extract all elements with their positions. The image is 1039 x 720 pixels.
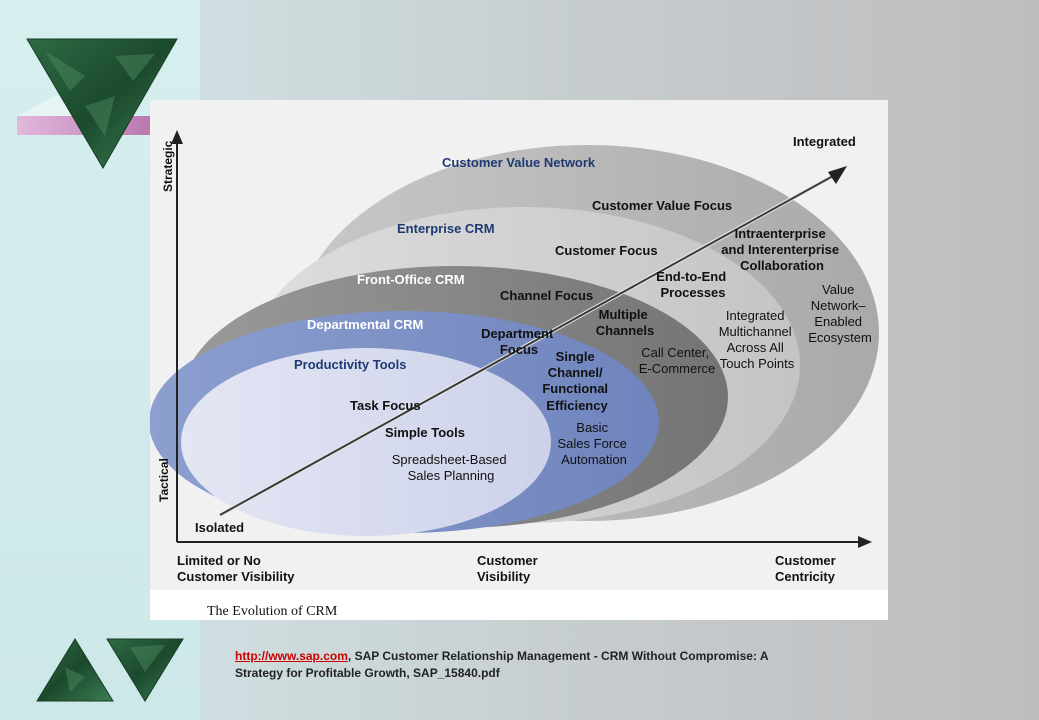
isolated-label: Isolated <box>195 520 244 535</box>
customer-value-focus-label: Customer Value Focus <box>592 198 732 213</box>
multichannel-label: Integrated Multichannel Across All Touch… <box>719 308 796 371</box>
evolution-arrow <box>219 175 834 516</box>
green-triangles-footer <box>36 638 184 702</box>
collaboration-label: Intraenterprise and Interenterprise Coll… <box>721 226 842 273</box>
caption-strip <box>150 590 888 620</box>
evolution-arrow-head <box>828 166 847 184</box>
crm-evolution-diagram: Strategic Tactical Integrated Isolated L… <box>150 100 888 620</box>
sales-force-automation-label: Basic Sales Force Automation <box>558 420 631 467</box>
figure-caption: The Evolution of CRM <box>207 604 338 619</box>
x-axis-label-visibility: Customer Visibility <box>477 553 541 584</box>
y-axis-arrowhead <box>171 130 183 144</box>
x-axis-label-limited: Limited or No Customer Visibility <box>177 553 295 584</box>
productivity-tools-title: Productivity Tools <box>294 357 406 372</box>
departmental-crm-title: Departmental CRM <box>307 317 423 332</box>
crm-evolution-figure: Strategic Tactical Integrated Isolated L… <box>150 100 888 620</box>
enterprise-crm-title: Enterprise CRM <box>397 221 495 236</box>
multiple-channels-label: Multiple Channels <box>596 307 655 338</box>
citation-text-line2: Strategy for Profitable Growth, SAP_1584… <box>235 666 500 680</box>
green-triangle-logo <box>17 38 178 169</box>
spreadsheet-label: Spreadsheet-Based Sales Planning <box>392 452 511 483</box>
source-citation: http://www.sap.com, SAP Customer Relatio… <box>235 648 855 682</box>
single-channel-label: Single Channel/ Functional Efficiency <box>542 349 611 413</box>
citation-text-line1: , SAP Customer Relationship Management -… <box>347 649 769 663</box>
sap-link[interactable]: http://www.sap.com <box>235 649 348 663</box>
simple-tools-label: Simple Tools <box>385 425 465 440</box>
customer-value-network-title: Customer Value Network <box>442 155 596 170</box>
customer-focus-label: Customer Focus <box>555 243 658 258</box>
productivity-tools-ellipse <box>181 348 551 536</box>
integrated-label: Integrated <box>793 134 856 149</box>
call-center-label: Call Center, E-Commerce <box>639 345 716 376</box>
end-to-end-label: End-to-End Processes <box>656 269 730 300</box>
department-focus-label: Department Focus <box>481 326 557 357</box>
front-office-crm-title: Front-Office CRM <box>357 272 465 287</box>
x-axis-arrowhead <box>858 536 872 548</box>
y-axis-bottom-label: Tactical <box>157 458 171 502</box>
x-axis-label-centricity: Customer Centricity <box>775 553 839 584</box>
y-axis-top-label: Strategic <box>161 140 175 192</box>
task-focus-label: Task Focus <box>350 398 421 413</box>
channel-focus-label: Channel Focus <box>500 288 593 303</box>
ecosystem-label: Value Network– Enabled Ecosystem <box>808 282 872 345</box>
